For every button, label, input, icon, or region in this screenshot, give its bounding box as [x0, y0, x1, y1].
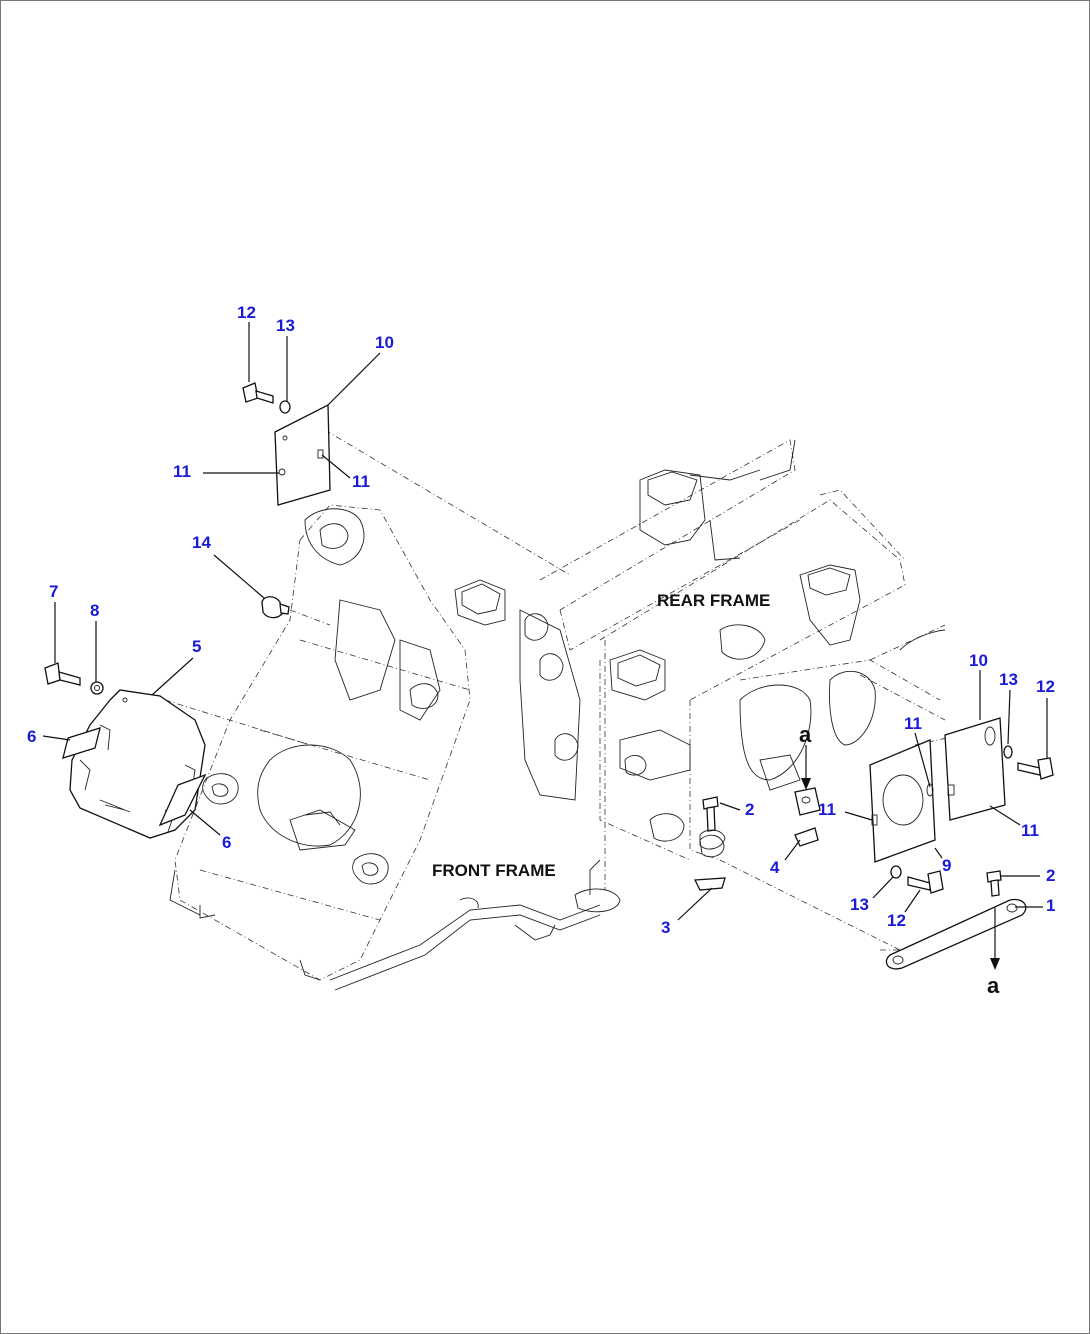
callout-8: 8 — [90, 601, 99, 620]
tab-4 — [794, 827, 819, 847]
bolt-7 — [44, 662, 81, 686]
callout-13-top: 13 — [276, 316, 295, 335]
callout-2-right: 2 — [1046, 866, 1055, 885]
callout-13-right: 13 — [999, 670, 1018, 689]
callout-14: 14 — [192, 533, 211, 552]
callout-10-right: 10 — [969, 651, 988, 670]
callout-4: 4 — [770, 858, 780, 877]
right-cover-plate — [944, 717, 1006, 821]
reference-letter-bottom: a — [987, 973, 1000, 998]
callout-12-lower: 12 — [887, 911, 906, 930]
callout-7: 7 — [49, 582, 58, 601]
top-cover-plate — [274, 403, 331, 506]
washer-8 — [90, 681, 104, 695]
stop-arm-1 — [885, 898, 1027, 970]
callout-12-right: 12 — [1036, 677, 1055, 696]
callout-5: 5 — [192, 637, 201, 656]
callout-6-right: 6 — [222, 833, 231, 852]
plug-14 — [261, 596, 290, 619]
bolt-12-lower — [907, 870, 944, 894]
callout-9: 9 — [942, 856, 951, 875]
bolt-2-center — [699, 796, 726, 850]
washer-13-right — [1003, 745, 1013, 759]
front-frame-label: FRONT FRAME — [432, 861, 556, 880]
rear-frame-label: REAR FRAME — [657, 591, 770, 610]
callout-3: 3 — [661, 918, 670, 937]
callout-11-right-top: 11 — [904, 714, 922, 733]
washer-13-lower — [890, 865, 902, 879]
washer-13-top — [279, 400, 291, 414]
callout-10-top: 10 — [375, 333, 394, 352]
reference-letter-top: a — [799, 722, 812, 747]
strip-6-right — [158, 773, 207, 827]
strip-6-left — [62, 727, 101, 759]
leader-lines — [164, 429, 961, 951]
callout-leaders — [42, 322, 1048, 921]
reference-arrow-a-bottom — [990, 908, 1000, 970]
tab-3 — [693, 877, 726, 891]
bolt-2-right — [986, 870, 1002, 897]
callout-11-top-right: 11 — [352, 472, 370, 491]
callout-13-lower: 13 — [850, 895, 869, 914]
callout-11-right-mid: 11 — [818, 800, 836, 819]
reference-arrow-a-top — [801, 745, 811, 790]
callout-11-top-left: 11 — [173, 462, 191, 481]
callout-2-center: 2 — [745, 800, 754, 819]
callout-12-top: 12 — [237, 303, 256, 322]
stop-block-a — [794, 787, 821, 816]
callout-1: 1 — [1046, 896, 1055, 915]
bolt-12-right — [1017, 757, 1054, 780]
callout-6-left: 6 — [27, 727, 36, 746]
plate-9 — [869, 739, 936, 863]
front-frame-drawing — [169, 504, 621, 991]
callout-11-right-bottom: 11 — [1021, 821, 1039, 840]
bolt-12-top — [242, 382, 274, 404]
rear-frame-drawing — [454, 439, 946, 951]
